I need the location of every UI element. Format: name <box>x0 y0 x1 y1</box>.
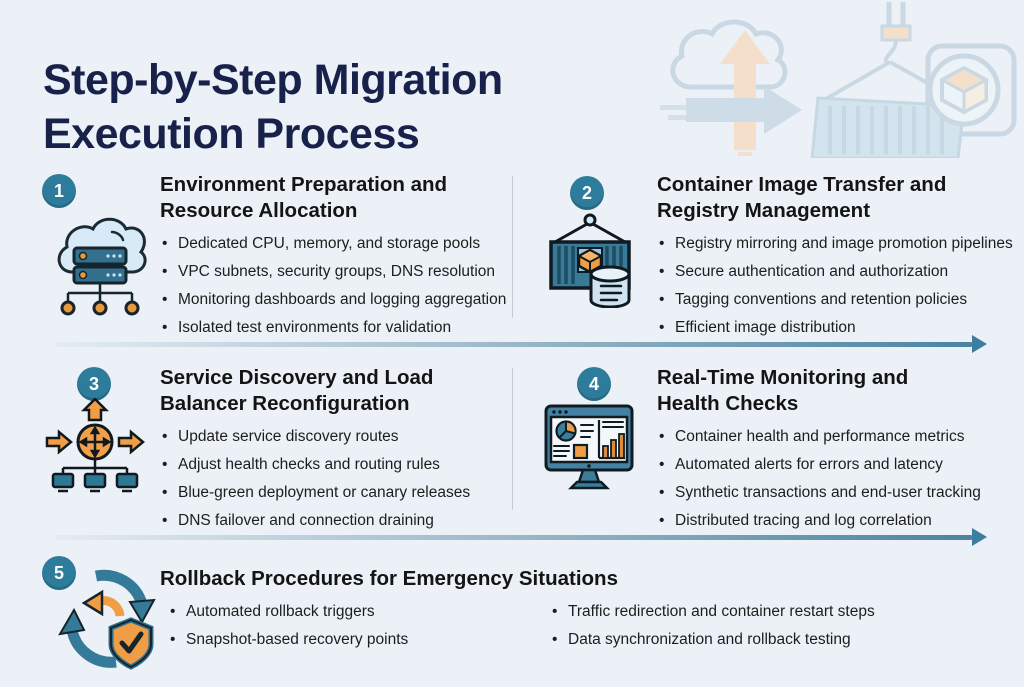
page-title: Step-by-Step Migration Execution Process <box>43 53 503 161</box>
bullet-item: Monitoring dashboards and logging aggreg… <box>160 289 528 311</box>
bullet-item: Blue-green deployment or canary releases <box>160 482 528 504</box>
step-3-number: 3 <box>88 373 99 394</box>
flow-arrow-shaft <box>55 535 973 540</box>
bullet-item: Adjust health checks and routing rules <box>160 454 528 476</box>
bullet-item: Secure authentication and authorization <box>657 261 1024 283</box>
step-2-title: Container Image Transfer and Registry Ma… <box>657 173 947 222</box>
step-2-number-badge: 2 <box>570 176 604 210</box>
bullet-item: Distributed tracing and log correlation <box>657 510 1024 532</box>
flow-arrow-shaft <box>55 342 973 347</box>
step-3: Service Discovery and Load Balancer Reco… <box>160 365 528 538</box>
step-1: Environment Preparation and Resource All… <box>160 172 528 345</box>
step-1-number: 1 <box>53 180 64 201</box>
step-5-number-badge: 5 <box>42 556 76 590</box>
container-registry-database-icon <box>543 212 639 313</box>
step-2-bullets: Registry mirroring and image promotion p… <box>657 233 1024 339</box>
flow-arrow-head <box>972 528 987 546</box>
step-1-number-badge: 1 <box>42 174 76 208</box>
bullet-item: Registry mirroring and image promotion p… <box>657 233 1024 255</box>
cloud-to-container-migration-illustration-icon <box>646 2 1018 163</box>
step-3-bullets: Update service discovery routes Adjust h… <box>160 426 528 532</box>
step-4-title: Real-Time Monitoring and Health Checks <box>657 366 909 415</box>
step-5: Rollback Procedures for Emergency Situat… <box>160 566 860 601</box>
column-divider <box>512 176 513 318</box>
step-4-number-badge: 4 <box>577 367 611 401</box>
step-1-bullets: Dedicated CPU, memory, and storage pools… <box>160 233 528 339</box>
rollback-cycle-shield-icon <box>58 564 158 679</box>
bullet-item: DNS failover and connection draining <box>160 510 528 532</box>
column-divider <box>512 368 513 510</box>
cloud-servers-icon <box>50 210 150 327</box>
page-title-line2: Execution Process <box>43 109 420 158</box>
bullet-item: Automated rollback triggers <box>168 601 528 623</box>
bullet-item: VPC subnets, security groups, DNS resolu… <box>160 261 528 283</box>
step-2-number: 2 <box>581 182 592 203</box>
bullet-item: Container health and performance metrics <box>657 426 1024 448</box>
step-1-title: Environment Preparation and Resource All… <box>160 173 448 222</box>
step-4: Real-Time Monitoring and Health Checks C… <box>657 365 1024 538</box>
step-5-number: 5 <box>53 562 64 583</box>
flow-arrow-right <box>55 528 987 546</box>
flow-arrow-head <box>972 335 987 353</box>
bullet-item: Isolated test environments for validatio… <box>160 317 528 339</box>
step-4-bullets: Container health and performance metrics… <box>657 426 1024 532</box>
bullet-item: Tagging conventions and retention polici… <box>657 289 1024 311</box>
step-4-number: 4 <box>588 373 599 394</box>
bullet-item: Automated alerts for errors and latency <box>657 454 1024 476</box>
load-balancer-routing-icon <box>45 397 145 503</box>
page-title-line1: Step-by-Step Migration <box>43 55 503 104</box>
step-5-title: Rollback Procedures for Emergency Situat… <box>160 567 618 590</box>
step-5-bullets-left: Automated rollback triggers Snapshot-bas… <box>168 601 528 657</box>
bullet-item: Data synchronization and rollback testin… <box>550 629 950 651</box>
bullet-item: Snapshot-based recovery points <box>168 629 528 651</box>
bullet-item: Traffic redirection and container restar… <box>550 601 950 623</box>
bullet-item: Efficient image distribution <box>657 317 1024 339</box>
step-3-number-badge: 3 <box>77 367 111 401</box>
flow-arrow-right <box>55 335 987 353</box>
step-2: Container Image Transfer and Registry Ma… <box>657 172 1024 345</box>
step-5-bullets-right: Traffic redirection and container restar… <box>550 601 950 657</box>
monitoring-dashboard-icon <box>541 400 637 503</box>
step-3-title: Service Discovery and Load Balancer Reco… <box>160 366 434 415</box>
bullet-item: Dedicated CPU, memory, and storage pools <box>160 233 528 255</box>
bullet-item: Update service discovery routes <box>160 426 528 448</box>
bullet-item: Synthetic transactions and end-user trac… <box>657 482 1024 504</box>
